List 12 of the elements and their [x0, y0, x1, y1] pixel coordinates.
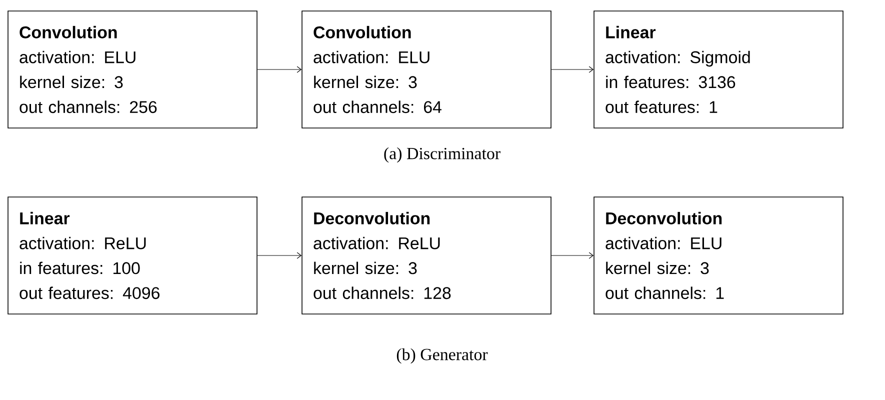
layer-box: Deconvolution activation: ELU kernel size: 3 out channels: 1 — [594, 196, 844, 314]
caption: (b) Generator — [396, 348, 488, 364]
layer-box: Linear activation: ReLU in features: 100 out features: 4096 — [8, 196, 258, 314]
arrow — [551, 66, 594, 73]
layer-box: Convolution activation: ELU kernel size: 3 out channels: 64 — [302, 10, 552, 128]
layer-box: Linear activation: Sigmoid in features: 3136 out features: 1 — [594, 10, 844, 128]
arrow — [257, 66, 302, 73]
arrow — [257, 252, 302, 259]
layer-box: Deconvolution activation: ReLU kernel size: 3 out channels: 128 — [302, 196, 552, 314]
layer-box: Convolution activation: ELU kernel size: 3 out channels: 256 — [8, 10, 258, 128]
caption: (a) Discriminator — [384, 147, 500, 163]
arrow — [551, 252, 594, 259]
